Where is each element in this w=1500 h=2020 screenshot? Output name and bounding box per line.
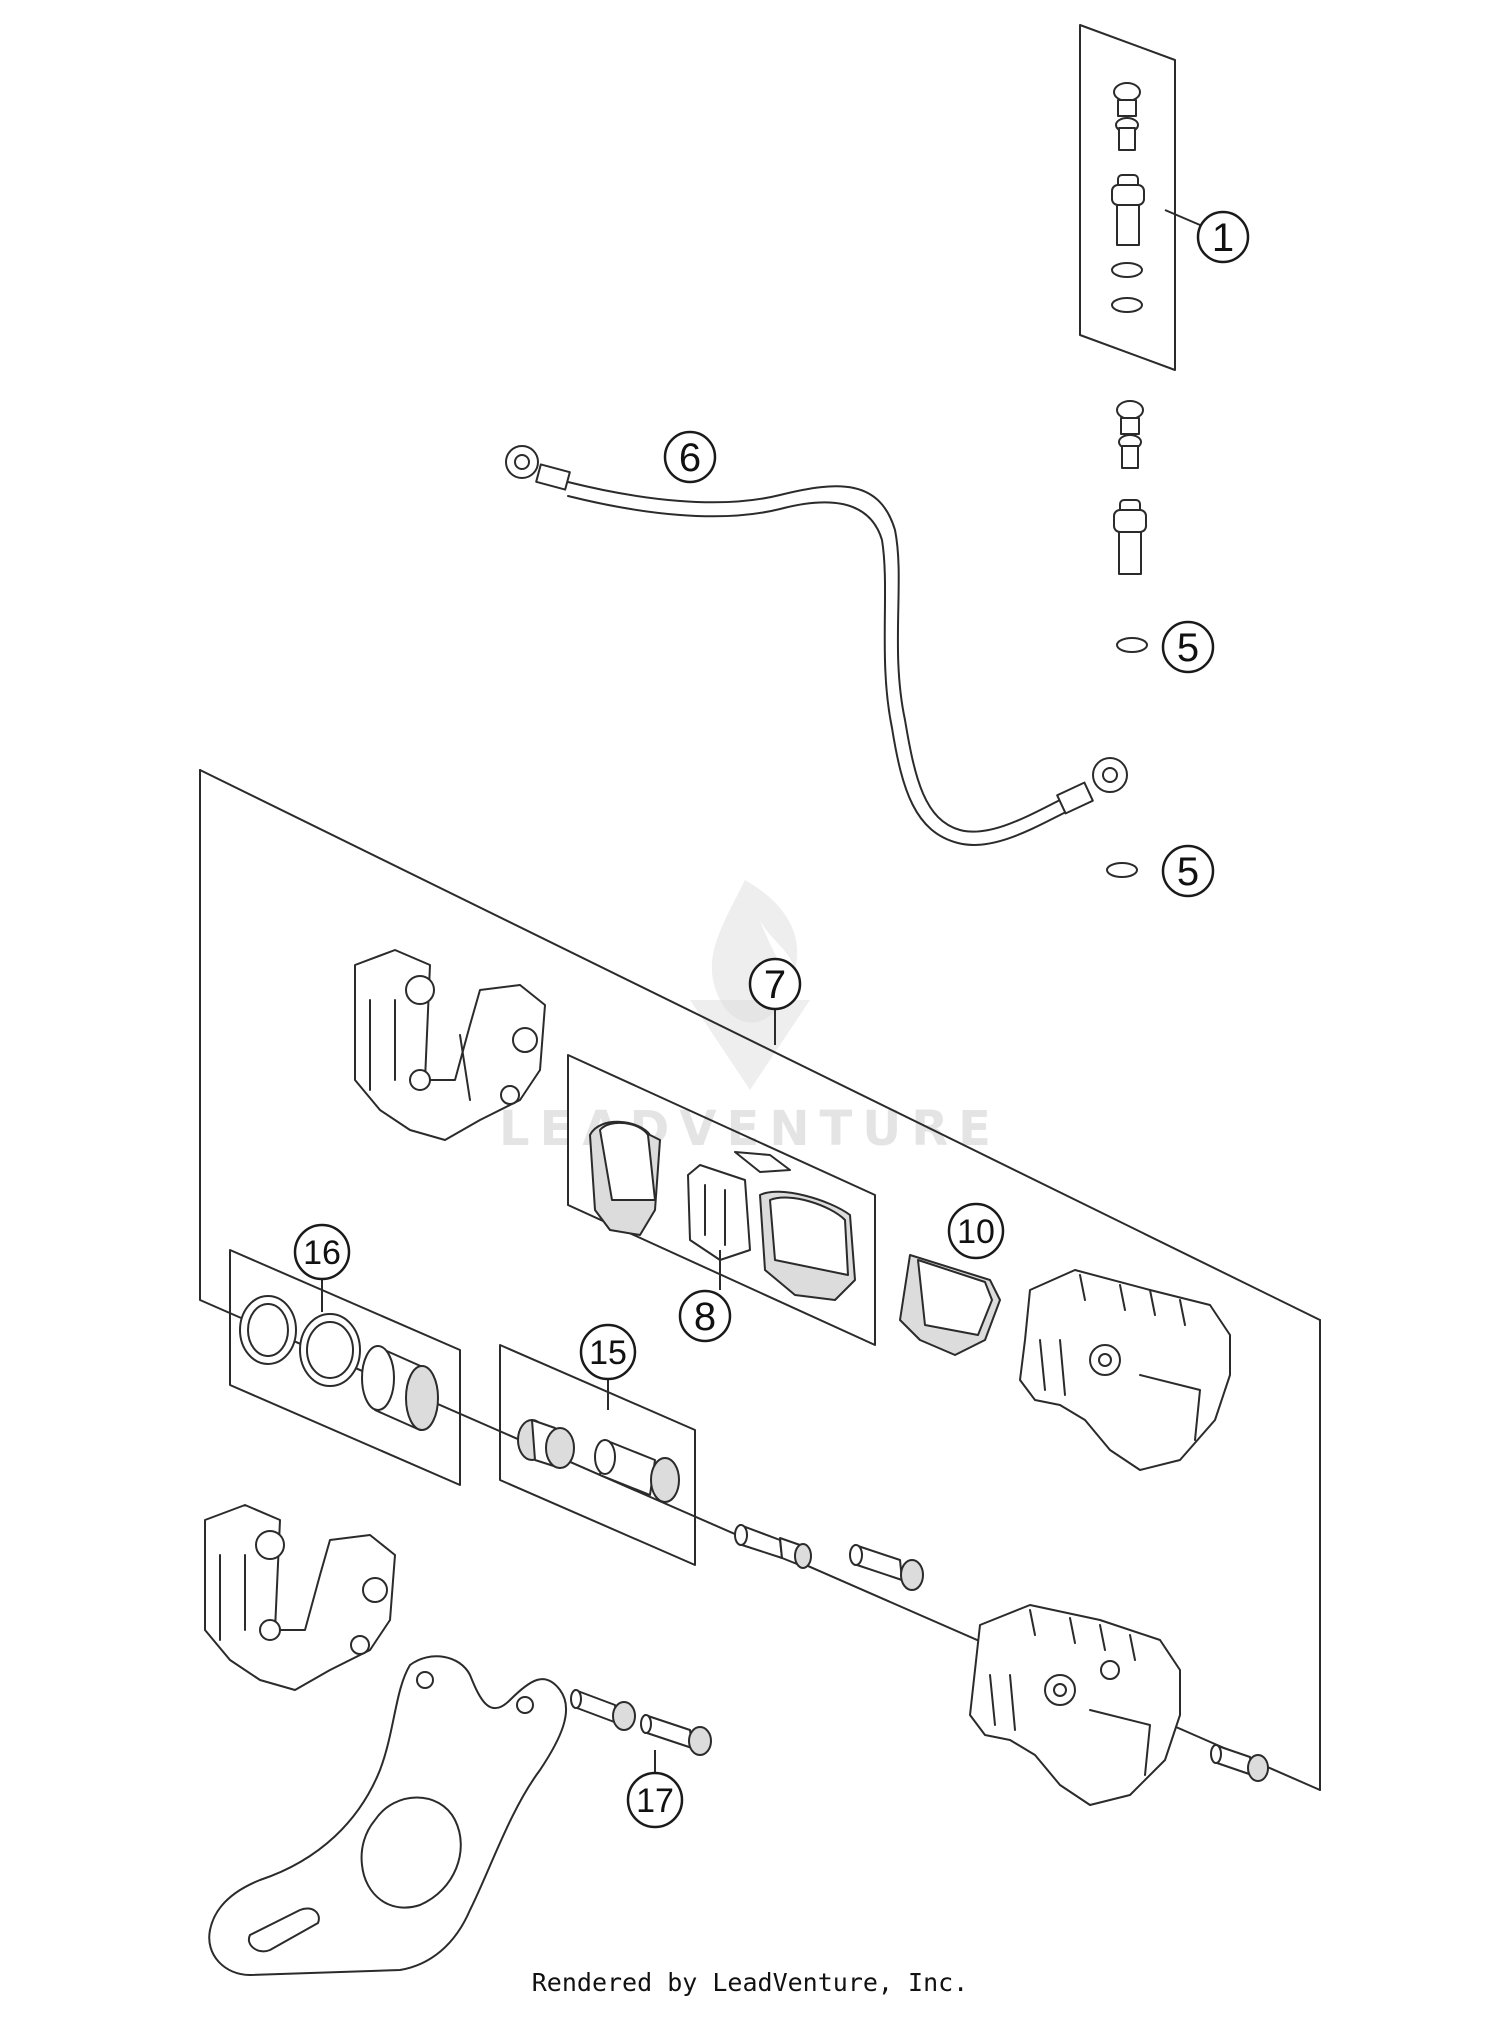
callout-15: 15	[579, 1323, 637, 1381]
caliper-bracket-lower	[204, 1504, 396, 1691]
brake-anchor-plate	[208, 1655, 568, 1976]
part-1-kit	[1079, 24, 1176, 371]
callout-17-label: 17	[636, 1782, 674, 1820]
part-15-guide-boot-kit	[499, 1344, 696, 1566]
callout-15-label: 15	[589, 1334, 627, 1372]
leadventure-watermark: LEADVENTURE	[499, 880, 1001, 1157]
callout-8: 8	[678, 1289, 732, 1343]
leader-1	[1164, 209, 1201, 226]
callout-16-label: 16	[303, 1234, 341, 1272]
callout-6-label: 6	[679, 436, 701, 480]
callout-5-lower-label: 5	[1177, 850, 1199, 894]
callout-10-label: 10	[957, 1213, 995, 1251]
bolt-right	[1210, 1744, 1269, 1782]
watermark-text: LEADVENTURE	[499, 1101, 1001, 1157]
callout-5-upper-label: 5	[1177, 626, 1199, 670]
callout-6: 6	[663, 430, 717, 484]
callout-8-label: 8	[694, 1295, 716, 1339]
part-17-bolt-2	[640, 1714, 712, 1756]
callout-5-lower: 5	[1161, 844, 1215, 898]
part-10-pad-spring	[899, 1254, 1001, 1356]
part-6-brake-line	[505, 445, 1128, 846]
callout-10: 10	[947, 1202, 1005, 1260]
part-16-piston-seal-kit	[229, 1249, 461, 1486]
footer-credit: Rendered by LeadVenture, Inc.	[531, 1968, 969, 1997]
callout-5-upper: 5	[1161, 620, 1215, 674]
callout-1: 1	[1196, 210, 1250, 264]
slide-pin-2	[849, 1544, 924, 1591]
callout-7: 7	[748, 957, 802, 1011]
caliper-housing-upper	[1019, 1269, 1231, 1471]
callout-16: 16	[293, 1223, 351, 1281]
part-17-bolt-1	[570, 1689, 636, 1731]
slide-pin-1	[734, 1524, 812, 1569]
washer-5-lower	[1106, 862, 1138, 878]
washer-5-upper	[1116, 637, 1148, 653]
bleeder-valve-loose	[1113, 400, 1147, 575]
callout-1-label: 1	[1212, 216, 1234, 260]
part-8-brake-pad-kit	[567, 1054, 876, 1346]
callout-7-label: 7	[764, 963, 786, 1007]
callout-17: 17	[626, 1771, 684, 1829]
caliper-bracket-upper	[354, 949, 546, 1141]
caliper-kit-panel	[199, 769, 1321, 1791]
caliper-housing-lower	[969, 1604, 1181, 1806]
